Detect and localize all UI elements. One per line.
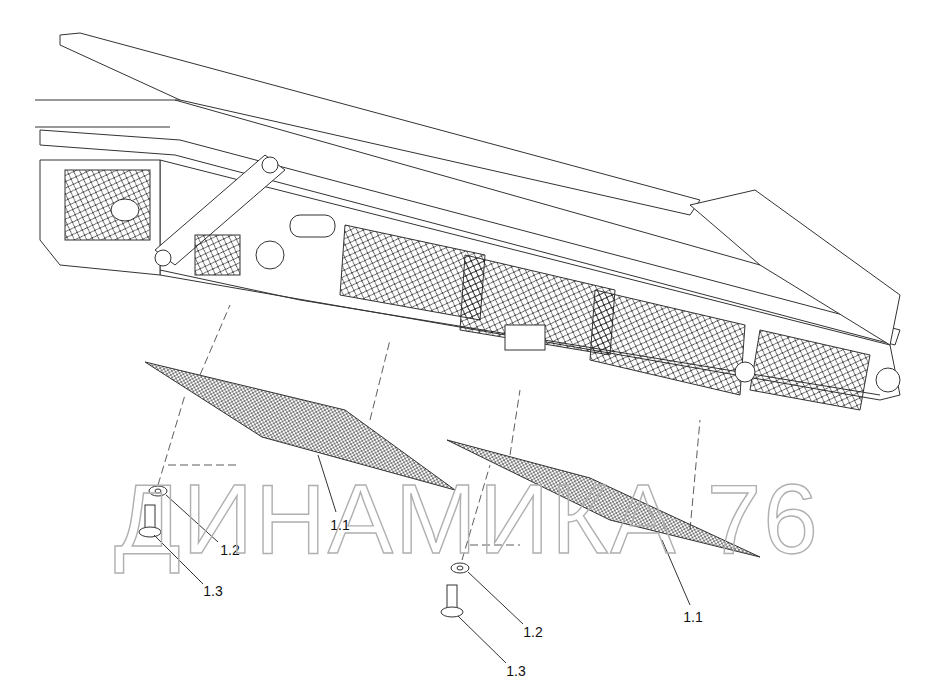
callout-number: 1.3 — [506, 664, 525, 678]
callout-number: 1.2 — [523, 625, 542, 639]
callout-number: 1.3 — [203, 584, 222, 598]
watermark: ДИНАМИКА 76 — [114, 470, 820, 568]
callout-number: 1.1 — [683, 610, 702, 624]
